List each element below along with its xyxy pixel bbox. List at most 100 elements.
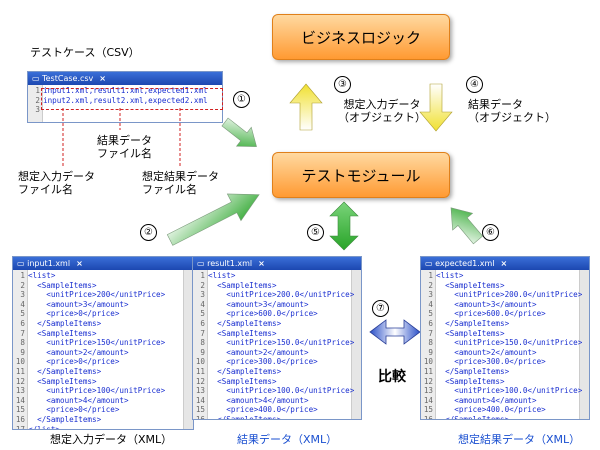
code-text: <unitPrice>200.0</unitPrice>	[436, 290, 583, 300]
code-text: <unitPrice>200.0</unitPrice>	[208, 290, 355, 300]
code-text: <price>300.0</price>	[436, 357, 546, 367]
line-number: 14	[15, 395, 25, 405]
code-text: <amount>4</amount>	[28, 395, 129, 405]
code-text: <amount>3</amount>	[436, 299, 537, 309]
compare-label: 比較	[378, 369, 406, 385]
expected-xml-line: 7 <SampleItems>	[421, 329, 582, 339]
input-xml-line: 4 <amount>3</amount>	[13, 300, 165, 310]
line-number: 15	[15, 405, 25, 415]
result-xml-line: 4 <amount>3</amount>	[193, 300, 354, 310]
input-xml-line: 8 <unitPrice>150</unitPrice>	[13, 338, 165, 348]
code-text: </SampleItems>	[208, 414, 282, 420]
input-tab[interactable]: ▭ input1.xml×	[13, 257, 193, 270]
result-xml-line: 3 <unitPrice>200.0</unitPrice>	[193, 290, 354, 300]
code-text: <list>	[28, 271, 56, 280]
csv-tab[interactable]: ▭ TestCase.csv×	[28, 72, 222, 85]
line-number: 9	[20, 347, 25, 357]
code-text: <amount>4</amount>	[436, 395, 537, 405]
line-number: 8	[428, 338, 433, 348]
expected-xml-line: 2 <SampleItems>	[421, 281, 582, 291]
code-text: </SampleItems>	[208, 366, 282, 376]
close-icon[interactable]: ×	[258, 259, 265, 268]
input-xml-line: 17</list>	[13, 424, 165, 430]
expected-xml-line: 16 </SampleItems>	[421, 414, 582, 420]
code-text: <price>0</price>	[28, 357, 120, 367]
step-3: ③	[334, 76, 351, 93]
expected-tab[interactable]: ▭ expected1.xml×	[421, 257, 589, 270]
code-text: <amount>3</amount>	[28, 299, 129, 309]
expected-xml-line: 1<list>	[421, 271, 582, 281]
test-module-label: テストモジュール	[301, 166, 421, 185]
result-tab[interactable]: ▭ result1.xml×	[193, 257, 361, 270]
code-text: <amount>2</amount>	[436, 347, 537, 357]
line-number: 2	[20, 280, 25, 290]
input-xml-caption: 想定入力データ（XML）	[50, 433, 173, 446]
line-number: 14	[195, 395, 205, 405]
result-xml-line: 14 <amount>4</amount>	[193, 396, 354, 406]
input-xml-line: 5 <price>0</price>	[13, 309, 165, 319]
expected-xml-line: 8 <unitPrice>150.0</unitPrice>	[421, 338, 582, 348]
close-icon[interactable]: ×	[500, 259, 508, 268]
code-text: </SampleItems>	[436, 366, 510, 376]
line-number: 11	[423, 366, 433, 376]
code-text: <unitPrice>150.0</unitPrice>	[208, 338, 355, 348]
code-text: <SampleItems>	[436, 376, 505, 386]
code-text: <SampleItems>	[208, 376, 277, 386]
line-number: 10	[15, 357, 25, 367]
result-xml-window: ▭ result1.xml× 1<list>2 <SampleItems>3 <…	[192, 256, 362, 420]
input-xml-line: 3 <unitPrice>200</unitPrice>	[13, 290, 165, 300]
code-text: <amount>2</amount>	[28, 347, 129, 357]
code-text: <unitPrice>100.0</unitPrice>	[208, 386, 355, 396]
code-text: <price>400.0</price>	[436, 405, 546, 415]
line-number: 7	[20, 328, 25, 338]
result-xml-line: 8 <unitPrice>150.0</unitPrice>	[193, 338, 354, 348]
expected-xml-line: 14 <amount>4</amount>	[421, 396, 582, 406]
result-xml-line: 5 <price>600.0</price>	[193, 309, 354, 319]
code-text: <amount>2</amount>	[208, 347, 309, 357]
expected-xml-line: 3 <unitPrice>200.0</unitPrice>	[421, 290, 582, 300]
line-number: 16	[423, 414, 433, 420]
code-text: <unitPrice>150</unitPrice>	[28, 338, 166, 348]
line-number: 12	[15, 376, 25, 386]
line-number: 10	[195, 357, 205, 367]
input-xml-content: 1<list>2 <SampleItems>3 <unitPrice>200</…	[13, 271, 165, 430]
input-xml-line: 12 <SampleItems>	[13, 377, 165, 387]
result-object-label: 結果データ（オブジェクト）	[468, 98, 556, 124]
line-number: 5	[200, 309, 205, 319]
expected-xml-line: 10 <price>300.0</price>	[421, 357, 582, 367]
code-text: <unitPrice>150.0</unitPrice>	[436, 338, 583, 348]
result-xml-content: 1<list>2 <SampleItems>3 <unitPrice>200.0…	[193, 271, 355, 420]
line-number: 10	[423, 357, 433, 367]
csv-caption: テストケース（CSV）	[30, 46, 140, 59]
code-text: <unitPrice>200</unitPrice>	[28, 290, 166, 300]
line-number: 2	[428, 280, 433, 290]
expected-xml-line: 12 <SampleItems>	[421, 377, 582, 387]
line-number: 13	[195, 386, 205, 396]
close-icon[interactable]: ×	[76, 259, 83, 268]
line-number: 1	[20, 271, 25, 280]
line-number: 2	[35, 95, 40, 105]
csv-tab-label: TestCase.csv	[42, 74, 94, 83]
line-number: 6	[200, 318, 205, 328]
arrow-3	[289, 83, 323, 131]
line-number: 6	[20, 318, 25, 328]
result-xml-line: 12 <SampleItems>	[193, 377, 354, 387]
csv-line: 3	[28, 105, 208, 115]
code-text: <SampleItems>	[436, 280, 505, 290]
code-text: <SampleItems>	[208, 328, 277, 338]
expected-file-label: 想定結果データファイル名	[142, 170, 219, 196]
code-text: <price>300.0</price>	[208, 357, 318, 367]
file-icon: ▭	[17, 259, 28, 268]
line-number: 17	[15, 424, 25, 430]
code-text: input2.xml,result2.xml,expected2.xml	[43, 95, 208, 105]
input-xml-line: 16 </SampleItems>	[13, 415, 165, 425]
line-number: 2	[200, 280, 205, 290]
close-icon[interactable]: ×	[99, 74, 106, 83]
csv-highlight	[41, 88, 223, 110]
input-object-label: 想定入力データ（オブジェクト）	[338, 98, 426, 124]
